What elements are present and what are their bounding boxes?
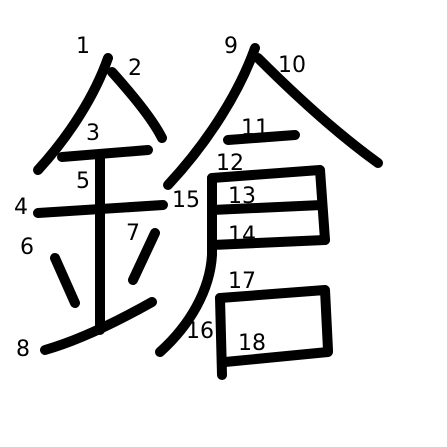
stroke-number-8: 8 [16, 337, 30, 362]
stroke-number-4: 4 [14, 195, 28, 220]
stroke-number-11: 11 [241, 116, 269, 141]
stroke-14 [207, 200, 327, 215]
stroke-number-15: 15 [172, 188, 200, 213]
stroke-8 [40, 297, 157, 355]
stroke-number-12: 12 [216, 151, 244, 176]
stroke-13 [207, 165, 330, 245]
stroke-1 [33, 53, 113, 175]
stroke-number-1: 1 [76, 34, 90, 59]
stroke-number-14: 14 [228, 223, 256, 248]
stroke-3 [57, 145, 153, 162]
stroke-15 [207, 235, 330, 250]
stroke-number-13: 13 [228, 184, 256, 209]
stroke-7 [128, 228, 160, 285]
stroke-number-17: 17 [228, 269, 256, 294]
stroke-number-7: 7 [126, 221, 140, 246]
stroke-2 [107, 67, 167, 143]
stroke-number-5: 5 [76, 169, 90, 194]
stroke-number-9: 9 [224, 34, 238, 59]
stroke-number-10: 10 [278, 53, 306, 78]
stroke-number-2: 2 [128, 56, 142, 81]
stroke-9 [163, 43, 260, 190]
stroke-11 [223, 130, 300, 145]
stroke-10 [253, 53, 383, 168]
stroke-17 [215, 285, 333, 355]
stroke-number-3: 3 [86, 121, 100, 146]
stroke-6 [50, 253, 80, 308]
stroke-12 [155, 173, 217, 357]
stroke-18 [220, 347, 333, 367]
stroke-number-18: 18 [238, 331, 266, 356]
stroke-number-16: 16 [186, 319, 214, 344]
stroke-number-6: 6 [20, 235, 34, 260]
